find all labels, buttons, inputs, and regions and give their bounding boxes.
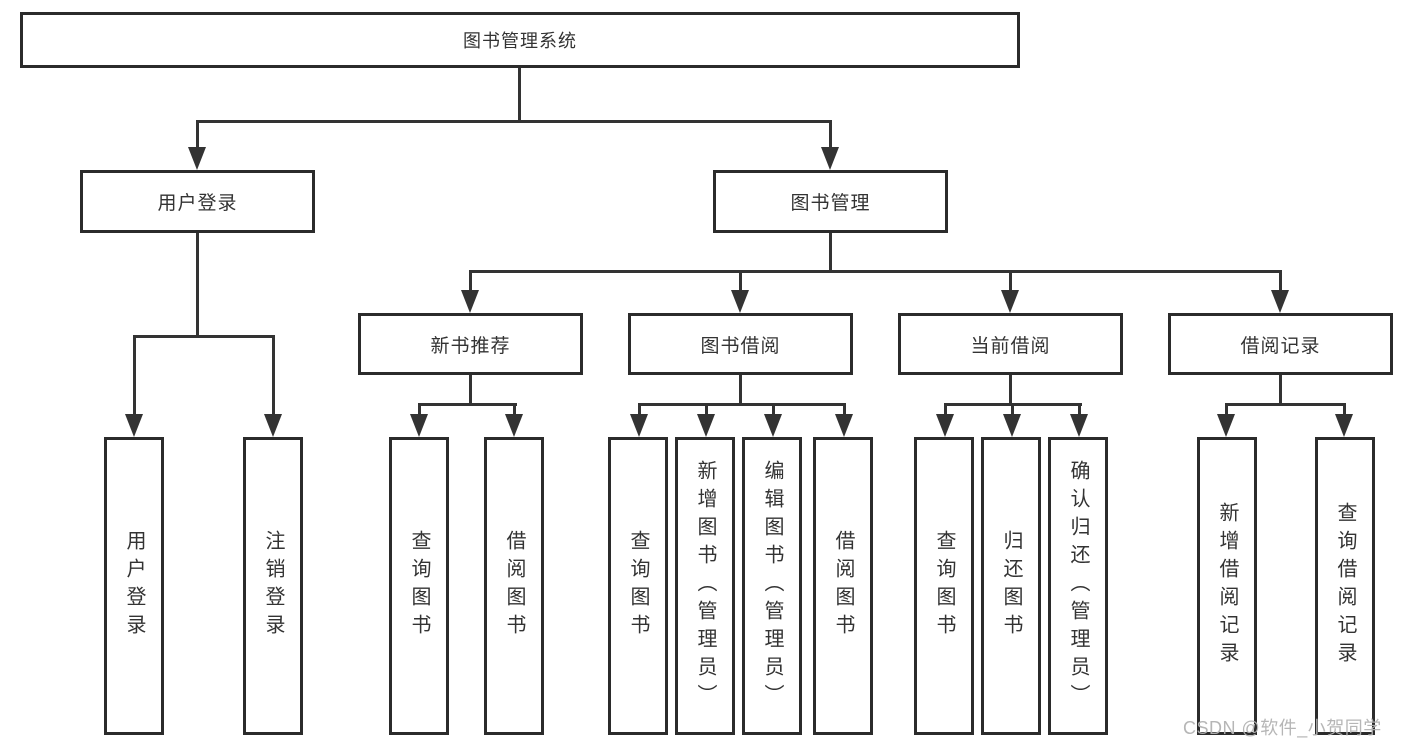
connector-line [843,403,846,418]
node-new-book-recommend: 新书推荐 [358,313,583,375]
leaf-label: 归还图书 [1000,530,1022,642]
arrow-down-icon [835,414,853,437]
connector-line [1225,403,1346,406]
connector-line [1279,375,1282,406]
leaf-user-login: 用户登录 [104,437,164,735]
connector-line [272,335,275,420]
connector-line [513,403,516,418]
connector-line [469,270,472,295]
leaf-label: 借阅图书 [832,530,854,642]
leaf-label: 查询图书 [627,530,649,642]
connector-line [1225,403,1228,418]
csdn-watermark: CSDN @软件_小贺同学 [1183,718,1382,738]
connector-line [133,335,136,420]
leaf-label: 用户登录 [123,530,145,642]
connector-line [1011,403,1014,418]
connector-line [944,403,947,418]
node-borrow-records: 借阅记录 [1168,313,1393,375]
connector-line [829,120,832,158]
leaf-label: 借阅图书 [503,530,525,642]
connector-line [739,270,742,295]
leaf-confirm-return-admin: 确认归还（管理员） [1048,437,1108,735]
node-book-borrow: 图书借阅 [628,313,853,375]
leaf-query-books-borrow: 查询图书 [608,437,668,735]
connector-line [418,403,517,406]
connector-line [739,375,742,406]
arrow-down-icon [410,414,428,437]
connector-line [133,335,275,338]
leaf-label: 新增图书（管理员） [694,460,716,712]
connector-line [196,233,199,338]
arrow-down-icon [1070,414,1088,437]
connector-line [469,270,1282,273]
leaf-query-books-recommend: 查询图书 [389,437,449,735]
connector-line [772,403,775,418]
leaf-label: 查询借阅记录 [1334,502,1356,670]
leaf-label: 确认归还（管理员） [1067,460,1089,712]
node-root-system: 图书管理系统 [20,12,1020,68]
connector-line [418,403,421,418]
arrow-down-icon [461,290,479,313]
leaf-borrow-books: 借阅图书 [813,437,873,735]
connector-line [1009,270,1012,295]
connector-line [829,233,832,273]
connector-line [638,403,641,418]
arrow-down-icon [731,290,749,313]
leaf-label: 查询图书 [933,530,955,642]
connector-line [1078,403,1081,418]
connector-line [196,120,199,158]
leaf-logout: 注销登录 [243,437,303,735]
arrow-down-icon [1271,290,1289,313]
connector-line [1343,403,1346,418]
leaf-query-borrow-record: 查询借阅记录 [1315,437,1375,735]
connector-line [705,403,708,418]
arrow-down-icon [821,147,839,170]
leaf-label: 查询图书 [408,530,430,642]
connector-line [469,375,472,406]
node-book-management: 图书管理 [713,170,948,233]
connector-line [1279,270,1282,295]
arrow-down-icon [1217,414,1235,437]
leaf-label: 编辑图书（管理员） [761,460,783,712]
leaf-add-borrow-record: 新增借阅记录 [1197,437,1257,735]
leaf-edit-books-admin: 编辑图书（管理员） [742,437,802,735]
connector-line [638,403,846,406]
leaf-label: 注销登录 [262,530,284,642]
arrow-down-icon [125,414,143,437]
node-user-login: 用户登录 [80,170,315,233]
connector-line [196,120,832,123]
arrow-down-icon [1003,414,1021,437]
arrow-down-icon [188,147,206,170]
arrow-down-icon [264,414,282,437]
leaf-add-books-admin: 新增图书（管理员） [675,437,735,735]
connector-line [518,68,521,123]
leaf-borrow-books-recommend: 借阅图书 [484,437,544,735]
leaf-query-books-current: 查询图书 [914,437,974,735]
arrow-down-icon [1001,290,1019,313]
leaf-label: 新增借阅记录 [1216,502,1238,670]
arrow-down-icon [505,414,523,437]
connector-line [1009,375,1012,406]
node-current-borrow: 当前借阅 [898,313,1123,375]
arrow-down-icon [764,414,782,437]
arrow-down-icon [697,414,715,437]
arrow-down-icon [936,414,954,437]
arrow-down-icon [1335,414,1353,437]
arrow-down-icon [630,414,648,437]
leaf-return-books: 归还图书 [981,437,1041,735]
